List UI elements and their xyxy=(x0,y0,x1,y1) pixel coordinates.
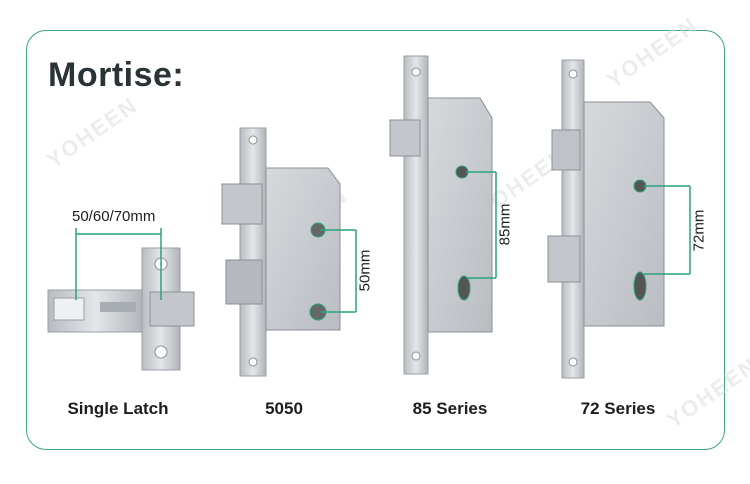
single-latch-dimension: 50/60/70mm xyxy=(72,208,156,225)
72-series-caption: 72 Series xyxy=(580,399,656,418)
single-latch-image xyxy=(47,228,195,371)
single-latch-caption: Single Latch xyxy=(67,399,169,418)
5050-image xyxy=(221,127,357,377)
5050-caption: 5050 xyxy=(265,399,303,418)
85-series-image xyxy=(389,55,497,375)
72-series-dimension: 72mm xyxy=(690,209,708,252)
page-title: Mortise: xyxy=(48,56,185,94)
5050-dimension: 50mm xyxy=(356,249,374,292)
85-series-caption: 85 Series xyxy=(412,399,488,418)
content-frame xyxy=(26,30,725,450)
72-series-image xyxy=(547,59,691,379)
85-series-dimension: 85mm xyxy=(496,203,514,246)
